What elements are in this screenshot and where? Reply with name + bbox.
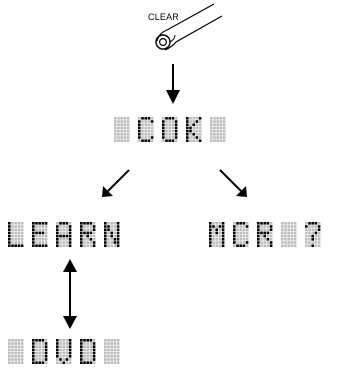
arrow-down-right-icon	[219, 169, 247, 197]
display-cell	[8, 339, 24, 364]
display-cell: D	[80, 339, 96, 364]
display-cell: L	[8, 222, 24, 247]
double-arrow-vertical-icon	[63, 259, 77, 329]
display-cell	[281, 222, 297, 247]
display-mcr: MCR ?	[209, 222, 321, 247]
display-cell: R	[257, 222, 273, 247]
display-cell: V	[56, 339, 72, 364]
display-cell: ?	[305, 222, 321, 247]
display-cell: O	[162, 117, 178, 142]
clear-button-label: CLEAR	[148, 12, 180, 22]
finger-press-icon	[155, 3, 223, 51]
arrow-down-icon	[166, 64, 180, 104]
display-learn: LEARN	[8, 222, 120, 247]
display-dvd: DVD	[8, 339, 120, 364]
display-cell: K	[186, 117, 202, 142]
display-cell	[104, 339, 120, 364]
display-cell: A	[56, 222, 72, 247]
display-cell: E	[32, 222, 48, 247]
display-cell: N	[104, 222, 120, 247]
display-cell	[114, 117, 130, 142]
display-cell: M	[209, 222, 225, 247]
display-cell: R	[80, 222, 96, 247]
display-cell: C	[233, 222, 249, 247]
arrow-down-left-icon	[102, 169, 130, 197]
display-cok: COK	[114, 117, 226, 142]
display-cell	[210, 117, 226, 142]
display-cell: D	[32, 339, 48, 364]
display-cell: C	[138, 117, 154, 142]
